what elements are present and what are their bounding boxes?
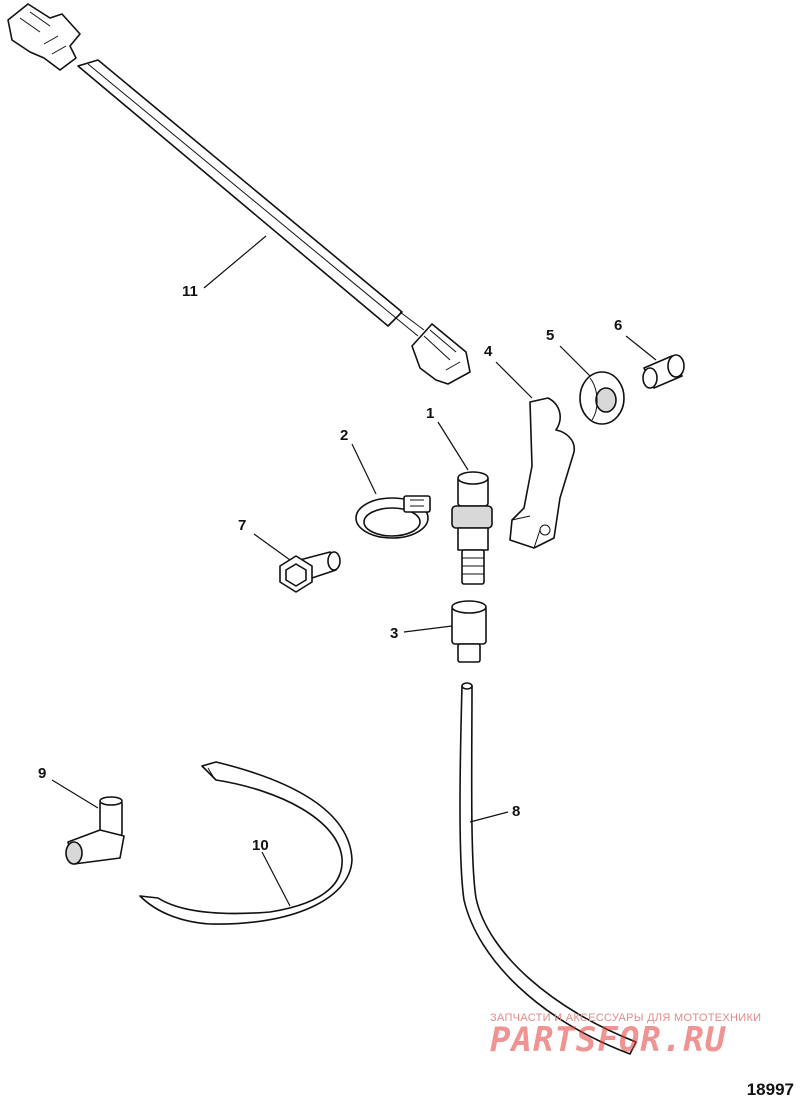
part-4-bracket [509, 397, 576, 549]
leader-5 [559, 345, 591, 377]
part-6-sleeve [642, 354, 685, 389]
leader-3 [403, 625, 453, 633]
part-10-strap [139, 761, 353, 925]
callout-10: 10 [252, 837, 269, 854]
part-11-wiring-harness [7, 3, 471, 385]
callouts: 11 1 2 3 4 5 6 7 8 9 10 [38, 283, 622, 854]
callout-6: 6 [614, 317, 622, 334]
part-2-hose-clamp [355, 495, 431, 539]
watermark: ЗАПЧАСТИ И АКСЕССУАРЫ ДЛЯ МОТОТЕХНИКИ PA… [490, 1012, 790, 1060]
part-3-fitting [451, 600, 487, 663]
callout-5: 5 [546, 327, 554, 344]
part-9-elbow-fitting [65, 796, 125, 865]
callout-11: 11 [182, 283, 198, 300]
watermark-subtitle: ЗАПЧАСТИ И АКСЕССУАРЫ ДЛЯ МОТОТЕХНИКИ [490, 1012, 762, 1024]
leader-7 [253, 533, 291, 561]
drawing-number: 18997 [746, 1080, 794, 1099]
leader-2 [351, 443, 377, 495]
part-7-bolt [279, 551, 341, 593]
callout-2: 2 [340, 427, 348, 444]
callout-8: 8 [512, 803, 520, 820]
callout-1: 1 [426, 405, 434, 422]
part-1-pressure-sensor [451, 471, 493, 585]
leader-4 [495, 361, 533, 399]
leader-lines [51, 235, 657, 907]
callout-4: 4 [484, 343, 493, 360]
leader-8 [469, 811, 509, 823]
leader-1 [437, 421, 469, 471]
leader-9 [51, 779, 99, 809]
watermark-logo: PARTSFOR.RU [490, 1020, 727, 1060]
callout-7: 7 [238, 517, 246, 534]
part-8-hose [459, 682, 637, 1055]
part-5-grommet [579, 371, 625, 425]
leader-11 [203, 235, 267, 289]
callout-3: 3 [390, 625, 398, 642]
leader-10 [261, 851, 291, 907]
leader-6 [625, 335, 657, 361]
callout-9: 9 [38, 765, 46, 782]
